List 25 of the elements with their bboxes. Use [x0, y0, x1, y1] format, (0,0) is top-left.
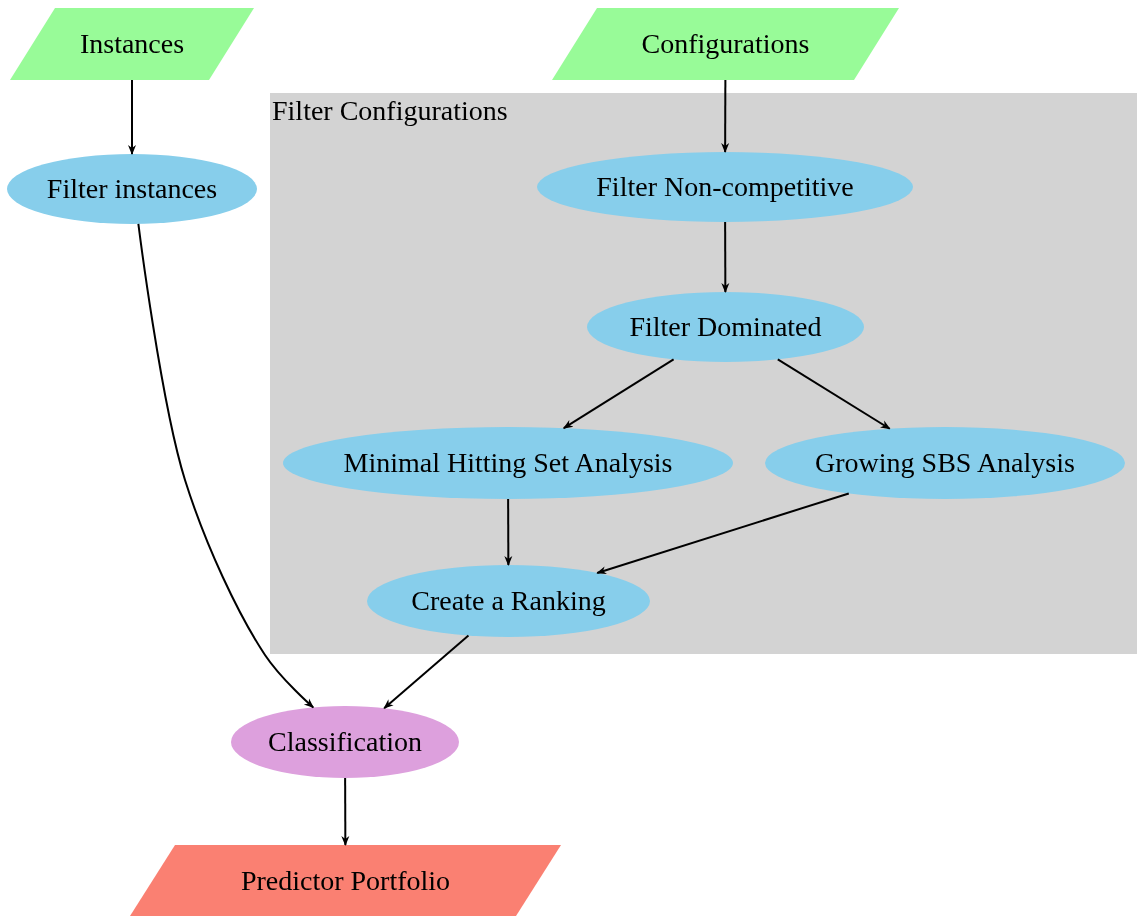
node-label: Minimal Hitting Set Analysis: [343, 447, 673, 479]
arrow: [721, 79, 730, 153]
arrow: [128, 79, 136, 155]
node-label: Configurations: [641, 28, 810, 60]
arrow: [562, 358, 675, 430]
arrow: [596, 492, 850, 575]
node-label: Classification: [268, 726, 422, 758]
node-label: Filter instances: [46, 173, 218, 205]
arrow: [341, 777, 350, 846]
node-label: Filter Non-competitive: [596, 171, 854, 203]
input-output-parallelogram: [552, 8, 899, 80]
node-label: Instances: [79, 28, 185, 60]
arrow: [504, 498, 513, 566]
node-label: Growing SBS Analysis: [815, 447, 1075, 479]
group-heading: Filter Configurations: [272, 95, 508, 127]
node-label: Create a Ranking: [411, 585, 606, 617]
arrow: [137, 222, 315, 709]
input-output-parallelogram: [10, 8, 254, 80]
group-panel: [270, 93, 1137, 654]
arrow: [776, 358, 891, 430]
input-output-parallelogram: [130, 845, 561, 916]
arrow: [721, 221, 730, 293]
node-label: Filter Dominated: [629, 311, 822, 343]
node-label: Predictor Portfolio: [240, 864, 451, 897]
arrow: [383, 634, 470, 710]
